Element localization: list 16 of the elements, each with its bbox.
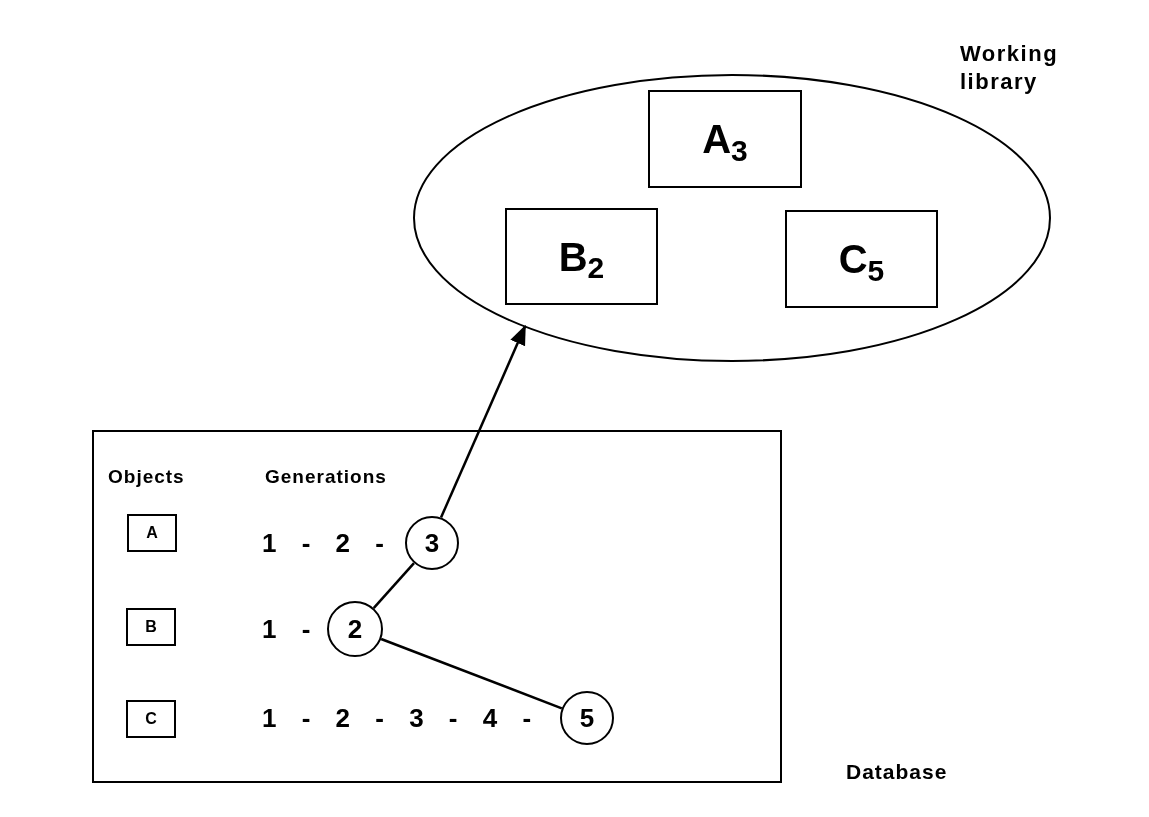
object-box: C$_{5}$ xyxy=(785,210,938,308)
generation-sequence: 1 - 2 - 3 - 4 - xyxy=(262,702,532,734)
connector-line xyxy=(372,562,415,609)
ellipse-heading: Working library xyxy=(960,40,1060,96)
generation-sequence: 1 - xyxy=(262,613,311,645)
arrow xyxy=(439,324,527,519)
object-box: B$_{2}$ xyxy=(505,208,658,305)
object-box: A xyxy=(127,514,177,552)
column-heading: Objects xyxy=(108,465,185,489)
database-caption: Database xyxy=(846,759,948,785)
object-box: B xyxy=(126,608,176,646)
generation-sequence: 1 - 2 - xyxy=(262,527,384,559)
connector-line xyxy=(380,637,563,710)
object-box: C xyxy=(126,700,176,738)
column-heading: Generations xyxy=(265,465,387,489)
object-box: A$_{3}$ xyxy=(648,90,802,188)
